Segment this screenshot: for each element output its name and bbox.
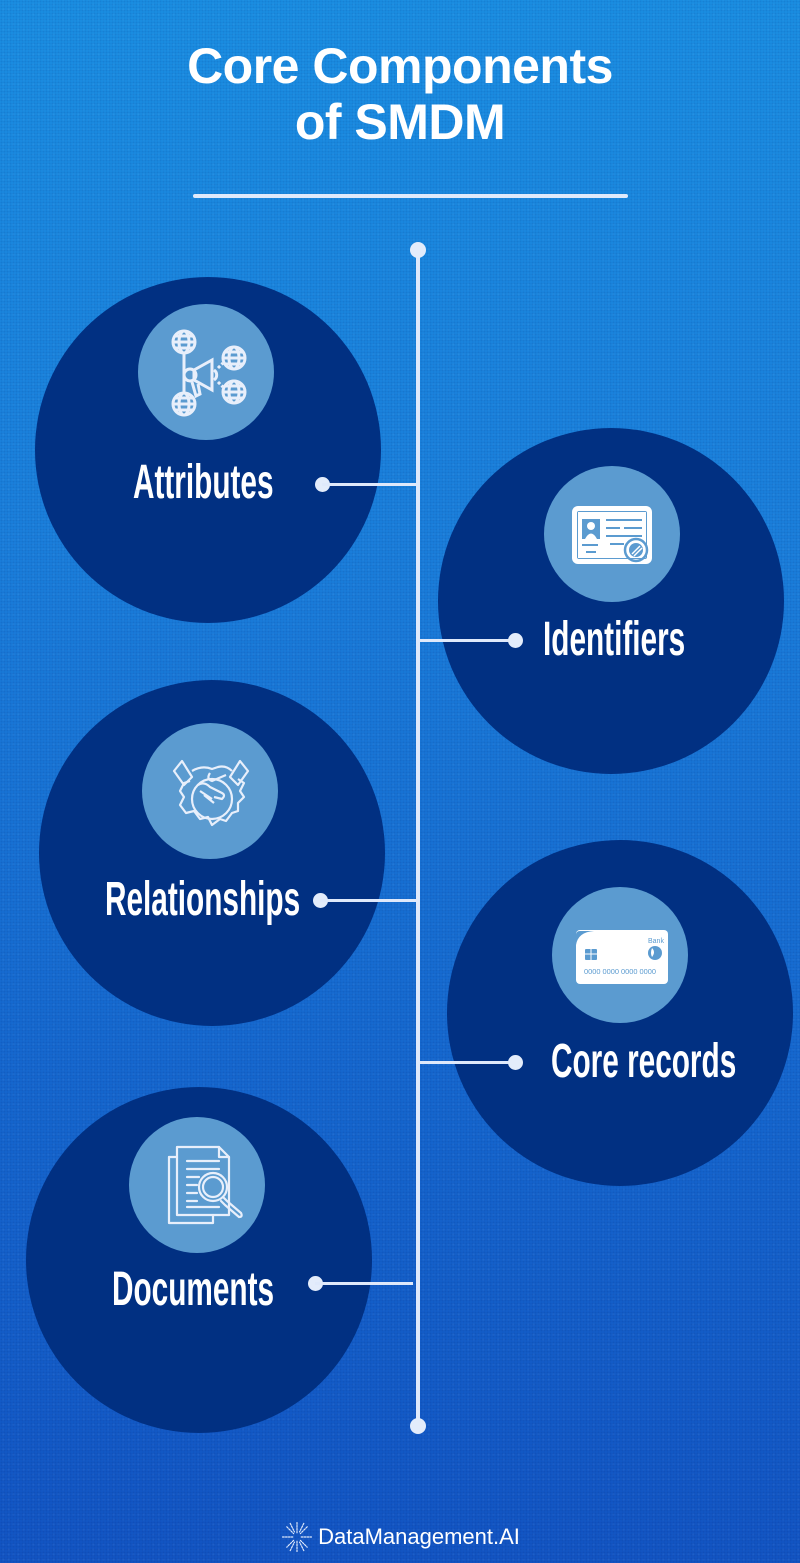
timeline-spine: [416, 250, 420, 1426]
title-divider: [193, 194, 628, 198]
page-title: Core Components of SMDM: [0, 38, 800, 150]
starburst-icon: [282, 1521, 313, 1553]
document-search-icon: [129, 1117, 265, 1253]
component-label-attributes: Attributes: [133, 456, 274, 509]
title-line-1: Core Components: [187, 38, 613, 94]
timeline-end-dot: [410, 1418, 426, 1434]
connector-line-core-records: [418, 1061, 514, 1064]
component-label-relationships: Relationships: [105, 873, 301, 926]
connector-line-relationships: [320, 899, 418, 902]
component-label-identifiers: Identifiers: [543, 613, 686, 666]
connector-line-identifiers: [418, 639, 514, 642]
connector-line-attributes: [322, 483, 418, 486]
bank-card-icon: Bank 0000 0000 0000 0000: [552, 887, 688, 1023]
connector-line-documents: [315, 1282, 413, 1285]
card-number-text: 0000 0000 0000 0000: [584, 967, 656, 976]
timeline-start-dot: [410, 242, 426, 258]
component-label-core-records: Core records: [551, 1035, 737, 1088]
component-label-documents: Documents: [112, 1263, 275, 1316]
footer-brand: DataManagement.AI: [0, 1520, 800, 1554]
handshake-gear-icon: [142, 723, 278, 859]
connector-dot-core-records: [508, 1055, 523, 1070]
title-line-2: of SMDM: [294, 94, 506, 150]
megaphone-network-icon: [138, 304, 274, 440]
id-card-icon: [544, 466, 680, 602]
card-bank-text: Bank: [648, 938, 664, 945]
connector-dot-identifiers: [508, 633, 523, 648]
footer-brand-text: DataManagement.AI: [318, 1524, 520, 1549]
